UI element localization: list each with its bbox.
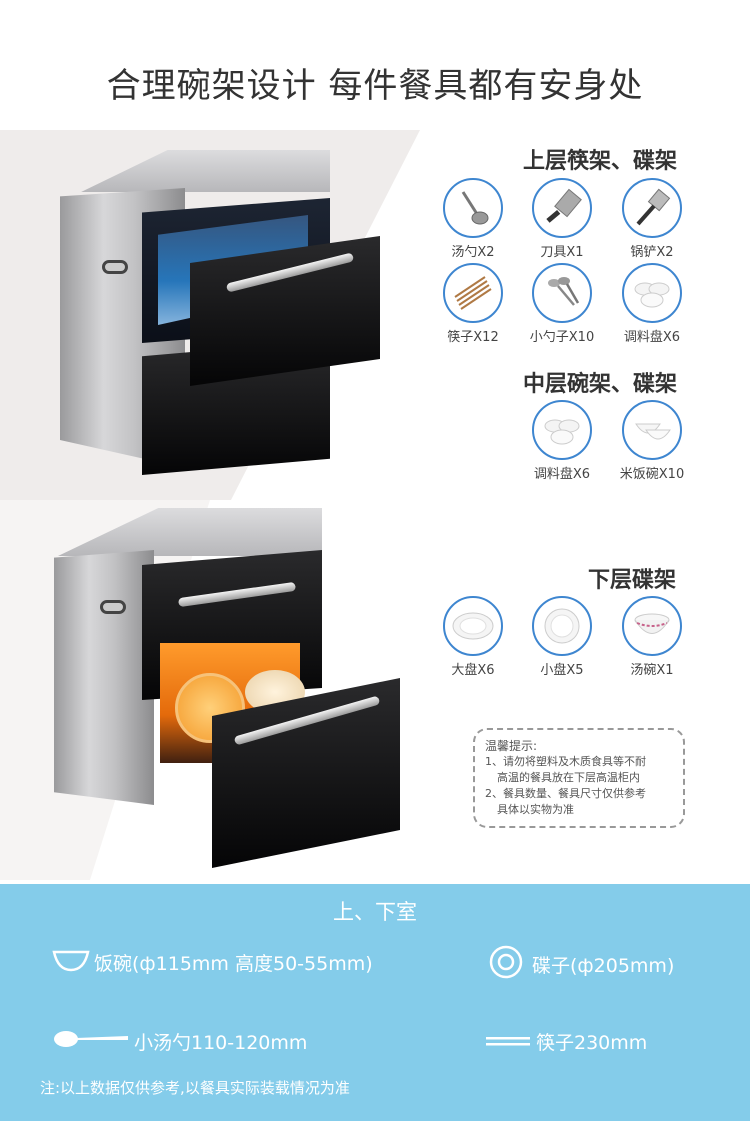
- spec-spoon: 小汤勺110-120mm: [52, 1028, 307, 1055]
- ladle-icon: [443, 178, 503, 238]
- item-spoons: 小勺子X10: [527, 263, 597, 345]
- item-label: 大盘X6: [451, 663, 495, 678]
- spec-chopsticks: 筷子230mm: [486, 1028, 647, 1055]
- chopsticks-icon: [486, 1031, 530, 1053]
- item-spatula: 锅铲X2: [617, 178, 687, 260]
- rice-bowl-icon: [622, 400, 682, 460]
- cabinet-image-upper: [50, 150, 380, 475]
- large-plate-icon: [443, 596, 503, 656]
- plate-icon: [488, 944, 524, 985]
- spec-spoon-text: 小汤勺110-120mm: [134, 1032, 308, 1054]
- cabinet-image-lower: [50, 508, 400, 868]
- item-large-plate: 大盘X6: [438, 596, 508, 678]
- spatula-icon: [622, 178, 682, 238]
- knife-icon: [532, 178, 592, 238]
- tips-line: 2、餐具数量、餐具尺寸仅供参考: [485, 787, 646, 800]
- section-title-upper: 上层筷架、碟架: [523, 149, 678, 174]
- spec-note: 注:以上数据仅供参考,以餐具实际装载情况为准: [40, 1079, 350, 1097]
- sauce-dish-icon: [532, 400, 592, 460]
- spec-band: [0, 884, 750, 1121]
- item-knife: 刀具X1: [527, 178, 597, 260]
- spec-title: 上、下室: [333, 900, 417, 924]
- spoons-icon: [532, 263, 592, 323]
- tips-box: 温馨提示: 1、请勿将塑料及木质食具等不耐 高温的餐具放在下层高温柜内 2、餐具…: [473, 728, 685, 828]
- spec-chopsticks-text: 筷子230mm: [536, 1032, 648, 1054]
- item-small-plate: 小盘X5: [527, 596, 597, 678]
- bowl-icon: [52, 948, 90, 977]
- item-chopsticks: 筷子X12: [438, 263, 508, 345]
- item-sauce-dish: 调料盘X6: [527, 400, 597, 482]
- item-label: 调料盘X6: [623, 330, 681, 345]
- small-plate-icon: [532, 596, 592, 656]
- tips-line: 高温的餐具放在下层高温柜内: [497, 771, 640, 784]
- item-ladle: 汤勺X2: [438, 178, 508, 260]
- sauce-dish-icon: [622, 263, 682, 323]
- item-rice-bowl: 米饭碗X10: [617, 400, 687, 482]
- section-title-lower: 下层碟架: [588, 568, 677, 593]
- item-label: 汤勺X2: [451, 245, 495, 260]
- chopsticks-icon: [443, 263, 503, 323]
- item-label: 汤碗X1: [630, 663, 674, 678]
- item-sauce-dish: 调料盘X6: [617, 263, 687, 345]
- item-label: 小勺子X10: [529, 330, 595, 345]
- item-label: 刀具X1: [540, 245, 584, 260]
- spec-bowl: 饭碗(ф115mm 高度50-55mm): [52, 948, 373, 977]
- spec-plate: 碟子(ф205mm): [488, 944, 674, 985]
- page-title: 合理碗架设计 每件餐具都有安身处: [106, 66, 644, 106]
- spec-plate-text: 碟子(ф205mm): [532, 955, 675, 977]
- spec-bowl-text: 饭碗(ф115mm 高度50-55mm): [94, 953, 373, 975]
- item-label: 调料盘X6: [533, 467, 591, 482]
- item-label: 小盘X5: [540, 663, 584, 678]
- soup-bowl-icon: [622, 596, 682, 656]
- item-label: 米饭碗X10: [619, 467, 685, 482]
- tips-line: 具体以实物为准: [497, 803, 574, 816]
- tips-title: 温馨提示:: [485, 739, 538, 753]
- item-soup-bowl: 汤碗X1: [617, 596, 687, 678]
- spoon-icon: [52, 1028, 130, 1055]
- section-title-middle: 中层碗架、碟架: [523, 372, 678, 397]
- item-label: 筷子X12: [447, 330, 499, 345]
- tips-line: 1、请勿将塑料及木质食具等不耐: [485, 755, 646, 768]
- item-label: 锅铲X2: [630, 245, 674, 260]
